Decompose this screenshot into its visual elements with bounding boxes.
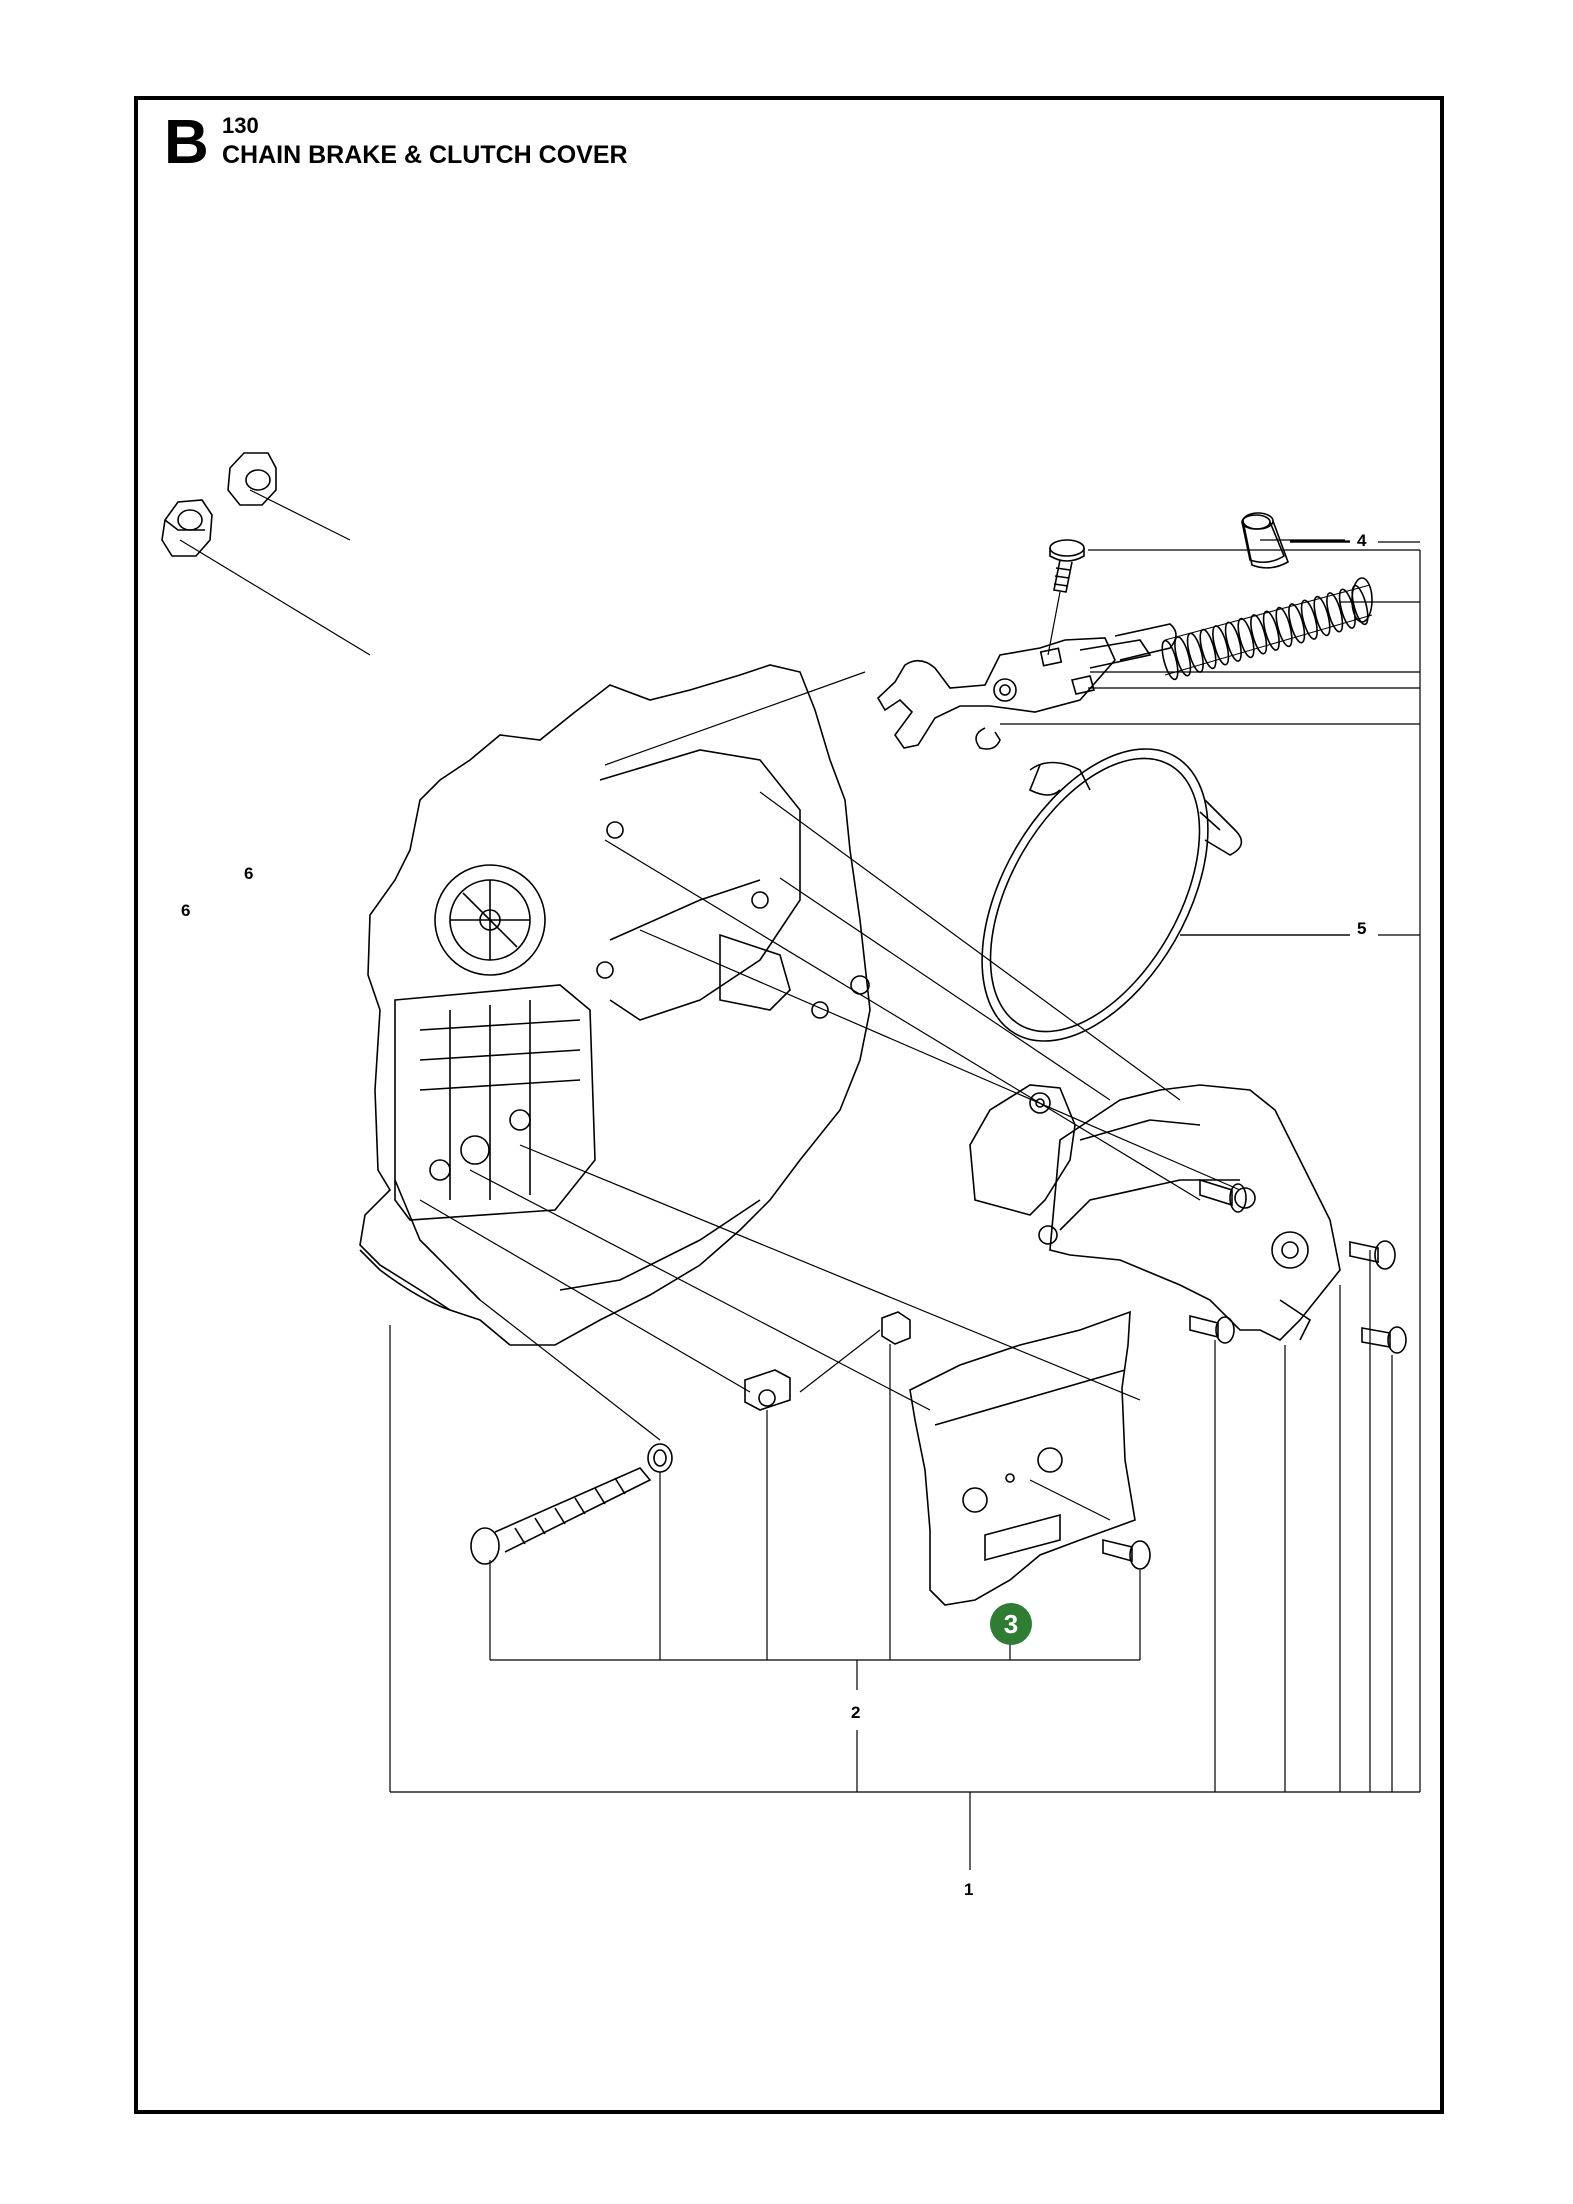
spring-coil — [1326, 592, 1344, 633]
callout-6a: 6 — [181, 901, 190, 920]
brake-lever — [876, 623, 1177, 749]
callout-1: 1 — [964, 1880, 973, 1899]
sleeve — [1241, 514, 1285, 564]
spring-coil — [1262, 610, 1280, 651]
callout-2: 2 — [851, 1703, 860, 1722]
spring-coil — [1250, 614, 1268, 655]
nut-back — [227, 452, 277, 506]
tensioner-screw — [470, 1467, 652, 1565]
washer — [647, 1443, 673, 1473]
callout-3-badge: 3 — [990, 1603, 1032, 1645]
bar-guide-plate — [909, 1310, 1136, 1606]
callout-4: 4 — [1357, 531, 1367, 550]
nut-front — [161, 499, 213, 557]
callout-3: 3 — [1004, 1609, 1018, 1639]
clutch-cover — [359, 664, 871, 1346]
spring-coil — [1275, 606, 1293, 648]
leader-lines — [179, 489, 1421, 1870]
brake-clip — [975, 727, 1001, 750]
callout-6b: 6 — [244, 864, 253, 883]
section-letter: B — [164, 108, 209, 177]
spring-coil — [1313, 595, 1331, 637]
section-title: CHAIN BRAKE & CLUTCH COVER — [222, 141, 628, 169]
tensioner-block — [744, 1369, 791, 1411]
screw-a — [1199, 1178, 1247, 1213]
spring-coil — [1237, 617, 1255, 659]
tensioner-nut — [881, 1311, 911, 1345]
spring-coil — [1224, 621, 1242, 662]
screw-c — [1189, 1314, 1235, 1344]
section-number: 130 — [222, 113, 259, 138]
spring-coil — [1300, 599, 1318, 640]
screw-b — [1349, 1240, 1396, 1270]
brake-band — [981, 748, 1243, 1042]
spring-coil — [1174, 636, 1192, 677]
callout-5: 5 — [1357, 919, 1366, 938]
chain-guide-cover — [969, 1084, 1341, 1341]
brake-spring — [1161, 577, 1373, 681]
page-frame — [134, 96, 1444, 2114]
spring-coil — [1288, 603, 1306, 644]
spring-coil — [1161, 639, 1179, 681]
plate-screw — [1102, 1538, 1151, 1570]
sleeve-part — [1242, 512, 1289, 569]
handle-screw — [1047, 539, 1085, 656]
spring-coil — [1212, 625, 1230, 666]
screw-d — [1361, 1326, 1407, 1354]
spring-coil — [1199, 628, 1217, 670]
